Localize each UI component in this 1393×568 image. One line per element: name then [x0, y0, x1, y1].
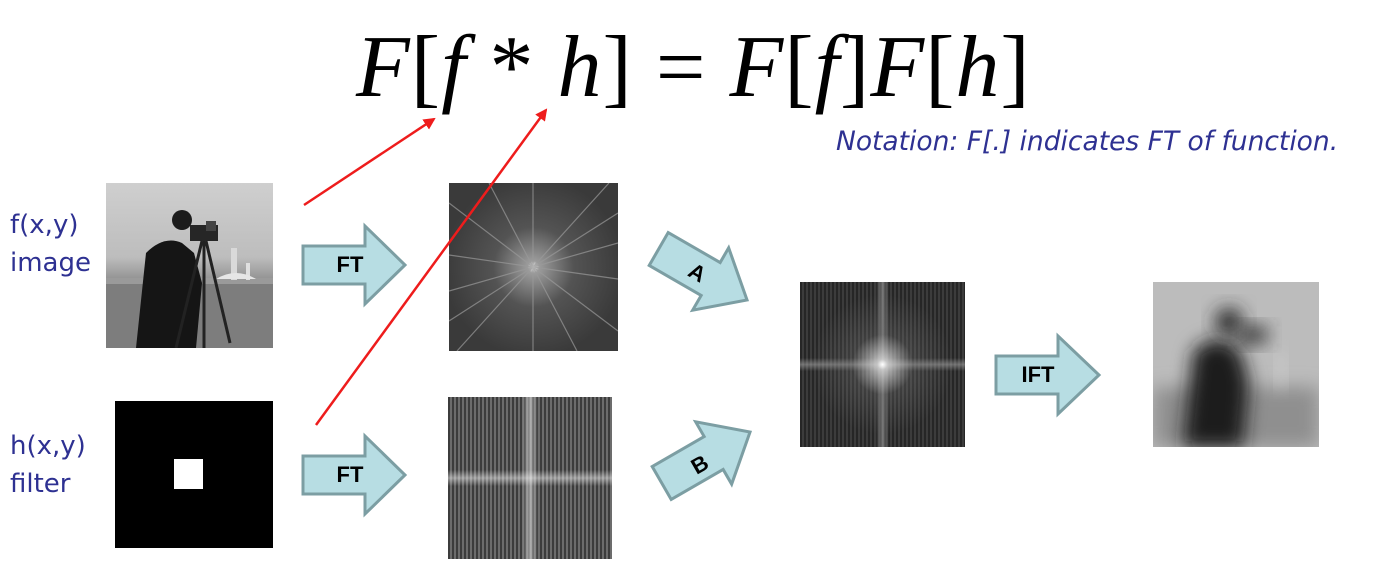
ft-arrow-top-label: FT	[336, 252, 364, 277]
ft-arrow-bottom: FT	[301, 432, 408, 518]
eq-equals: =	[632, 19, 730, 116]
ift-arrow: IFT	[994, 332, 1102, 418]
filter-spectrum	[448, 397, 612, 559]
red-arrow-f	[303, 117, 436, 207]
eq-bracket: ]	[602, 19, 633, 116]
eq-f: f	[814, 19, 841, 116]
notation-note: Notation: F[.] indicates FT of function.	[836, 126, 1339, 157]
image-label-text: image	[10, 248, 91, 278]
filter-label-function: h(x,y)	[10, 431, 86, 461]
eq-bracket: ]	[840, 19, 871, 116]
multiply-arrow-a: A	[642, 222, 762, 326]
eq-F: F	[870, 19, 926, 116]
red-arrow-h	[314, 108, 548, 426]
eq-bracket: [	[925, 19, 956, 116]
ft-arrow-bottom-label: FT	[336, 462, 364, 487]
filter-label-text: filter	[10, 469, 71, 499]
filter-label: h(x,y) filter	[10, 427, 86, 503]
eq-h: h	[557, 19, 603, 116]
product-spectrum	[800, 282, 965, 447]
eq-F: F	[356, 19, 411, 116]
eq-h: h	[955, 19, 1001, 116]
eq-bracket: ]	[1000, 19, 1031, 116]
multiply-arrow-b: B	[645, 406, 765, 510]
ft-arrow-top: FT	[301, 222, 408, 308]
eq-bracket: [	[410, 19, 442, 116]
filtered-output-image	[1153, 282, 1319, 447]
ift-arrow-label: IFT	[1021, 362, 1055, 387]
image-label: f(x,y) image	[10, 206, 91, 282]
filter-box-image	[115, 401, 273, 548]
eq-F: F	[729, 19, 785, 116]
eq-convolution-star: *	[466, 19, 558, 116]
cameraman-image	[106, 183, 273, 348]
eq-f: f	[441, 19, 467, 116]
image-label-function: f(x,y)	[10, 210, 79, 240]
image-spectrum	[449, 183, 618, 351]
eq-bracket: [	[784, 19, 815, 116]
filter-white-square	[174, 459, 203, 489]
convolution-theorem-equation: F[f * h] = F[f]F[h]	[356, 18, 1030, 118]
